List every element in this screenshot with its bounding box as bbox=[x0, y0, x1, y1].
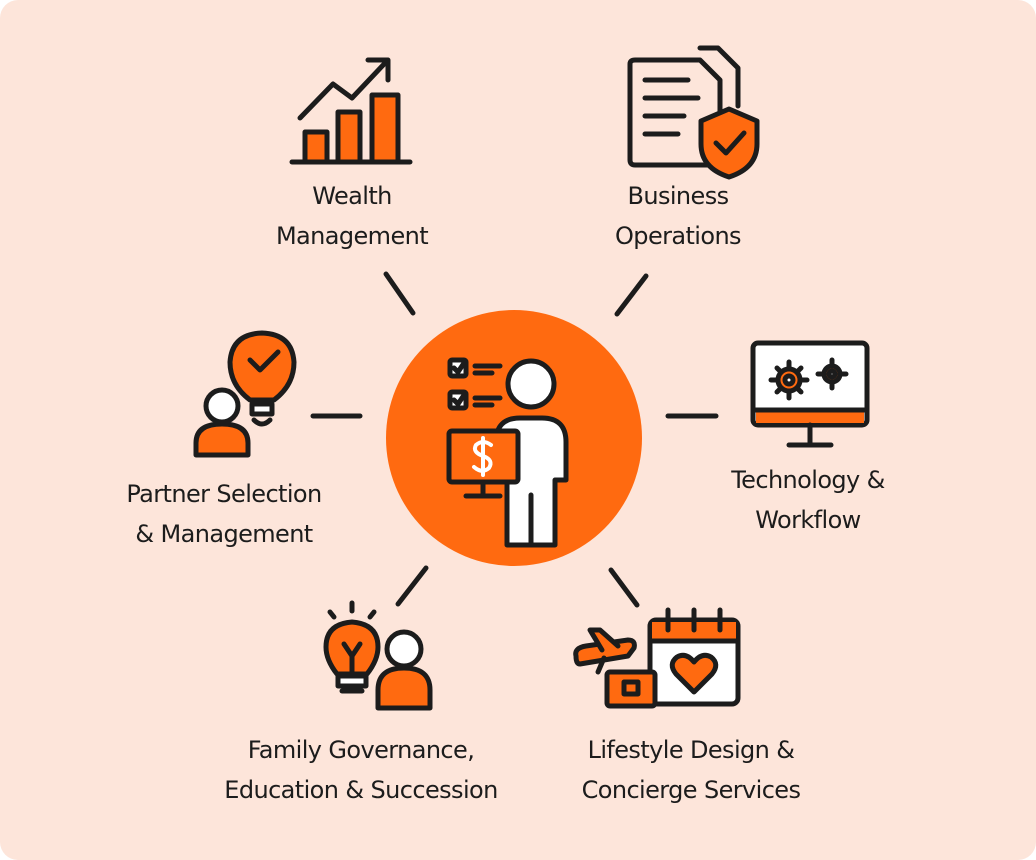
node-label-wealth: Wealth Management bbox=[275, 182, 429, 250]
center-hub bbox=[386, 310, 642, 566]
person-checkmark-bulb-icon bbox=[193, 330, 297, 458]
connectors bbox=[310, 271, 719, 608]
node-label-technology: Technology & Workflow bbox=[731, 466, 885, 534]
node-label-lifestyle: Lifestyle Design & Concierge Services bbox=[581, 736, 801, 804]
advisor-with-dollar-monitor-icon bbox=[446, 357, 569, 548]
airplane-calendar-heart-icon bbox=[573, 607, 741, 709]
document-shield-icon bbox=[627, 45, 760, 180]
node-label-business: Business Operations bbox=[615, 182, 742, 250]
lightbulb-person-icon bbox=[323, 600, 433, 711]
connector-lifestyle bbox=[608, 567, 640, 608]
monitor-gears-icon bbox=[750, 340, 870, 448]
node-label-partner: Partner Selection & Management bbox=[126, 480, 322, 548]
connector-wealth bbox=[383, 271, 416, 316]
connector-business bbox=[614, 273, 649, 317]
growth-bar-chart-icon bbox=[289, 57, 413, 165]
connector-family bbox=[395, 565, 429, 607]
node-label-family: Family Governance, Education & Successio… bbox=[224, 736, 498, 804]
